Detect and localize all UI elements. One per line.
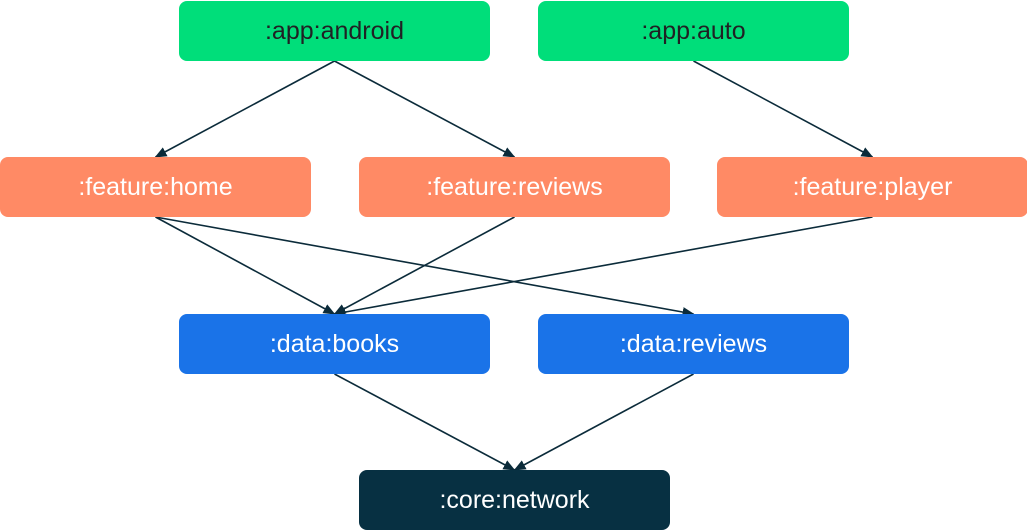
edge-app-android-to-feature-home — [154, 60, 335, 158]
edge-app-auto-to-feature-player — [693, 60, 874, 158]
edge-data-books-to-core-network — [334, 373, 516, 471]
edge-feature-player-to-data-books — [333, 216, 873, 317]
module-data-reviews: :data:reviews — [538, 314, 849, 374]
module-feature-home-label: :feature:home — [78, 172, 233, 201]
module-data-books-label: :data:books — [269, 329, 400, 358]
module-feature-player-label: :feature:player — [792, 172, 953, 201]
module-app-auto-label: :app:auto — [641, 16, 746, 45]
edge-feature-home-to-data-books — [155, 216, 336, 315]
edge-feature-reviews-to-data-books — [333, 216, 515, 315]
module-feature-player: :feature:player — [717, 157, 1027, 217]
module-core-network: :core:network — [359, 470, 670, 530]
edge-app-android-to-feature-reviews — [334, 60, 516, 158]
module-app-android: :app:android — [179, 1, 490, 61]
module-app-android-label: :app:android — [264, 16, 404, 45]
edge-data-reviews-to-core-network — [513, 373, 694, 471]
module-core-network-label: :core:network — [439, 485, 590, 514]
module-feature-reviews: :feature:reviews — [359, 157, 670, 217]
module-feature-reviews-label: :feature:reviews — [426, 172, 603, 201]
module-app-auto: :app:auto — [538, 1, 849, 61]
module-feature-home: :feature:home — [0, 157, 311, 217]
module-data-reviews-label: :data:reviews — [619, 329, 768, 358]
module-data-books: :data:books — [179, 314, 490, 374]
